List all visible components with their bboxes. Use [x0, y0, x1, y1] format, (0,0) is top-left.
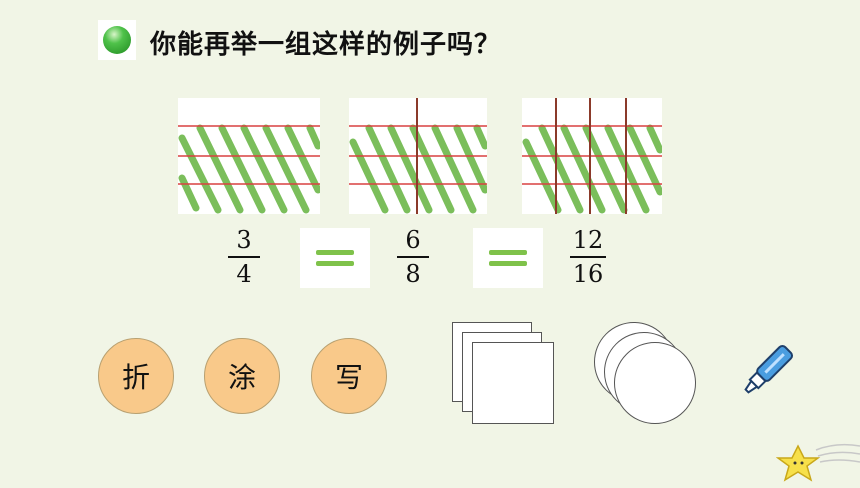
color-button[interactable]: 涂 [204, 338, 280, 414]
fraction-bar [228, 256, 260, 258]
paper-three-quarters [178, 98, 320, 214]
circle-sheet [614, 342, 696, 424]
marker-pen-icon [734, 344, 794, 404]
paper-six-eighths [349, 98, 487, 214]
fraction-numerator: 6 [405, 226, 421, 254]
fraction-bar [397, 256, 429, 258]
equals-sign-box [300, 228, 370, 288]
green-bullet-icon [103, 26, 131, 54]
bullet-box [98, 20, 136, 60]
fold-button[interactable]: 折 [98, 338, 174, 414]
star-icon [775, 420, 860, 484]
fraction-numerator: 3 [236, 226, 252, 254]
fraction-six-eighths: 6 8 [393, 226, 433, 288]
fraction-denominator: 8 [405, 259, 421, 288]
paper-squares-icon [452, 322, 556, 428]
write-button[interactable]: 写 [311, 338, 387, 414]
equals-sign-box [473, 228, 543, 288]
paper-six-eighths-drawing [349, 98, 487, 214]
equals-line-bottom [489, 261, 527, 266]
paper-three-quarters-drawing [178, 98, 320, 214]
fraction-twelve-sixteenths: 12 16 [566, 226, 610, 288]
fraction-bar [570, 256, 606, 258]
equals-line-top [489, 250, 527, 255]
paper-twelve-sixteenths [522, 98, 662, 214]
question-title: 你能再举一组这样的例子吗？ [150, 30, 502, 60]
square-sheet [472, 342, 554, 424]
fraction-three-quarters: 3 4 [224, 226, 264, 288]
fraction-denominator: 4 [236, 259, 252, 288]
equals-line-bottom [316, 261, 354, 266]
paper-circles-icon [594, 322, 700, 426]
paper-twelve-sixteenths-drawing [522, 98, 662, 214]
fraction-denominator: 16 [572, 259, 604, 288]
fraction-numerator: 12 [572, 226, 604, 254]
equals-line-top [316, 250, 354, 255]
